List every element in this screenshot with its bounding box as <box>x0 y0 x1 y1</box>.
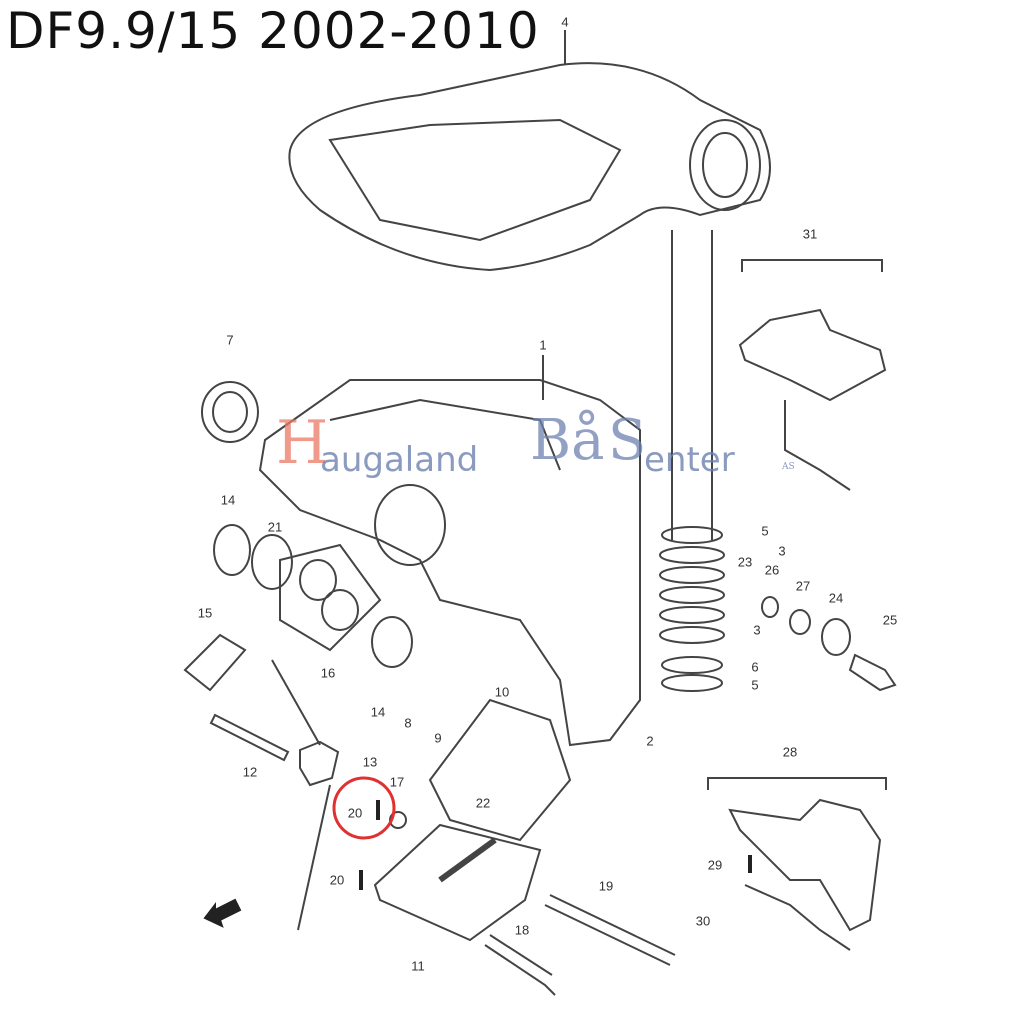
part-label: 31 <box>802 226 818 242</box>
part-label: 15 <box>197 605 213 621</box>
part-label: 29 <box>707 857 723 873</box>
part-label: 11 <box>411 958 425 974</box>
tiller-handle <box>288 62 771 272</box>
part-label: 20 <box>329 872 345 888</box>
part-label: 4 <box>561 14 569 30</box>
part-label: 23 <box>737 554 753 570</box>
part-label: 22 <box>475 795 491 811</box>
watermark-text-augaland: augaland <box>320 440 479 480</box>
part-label: 3 <box>753 622 761 638</box>
part-label: 27 <box>795 578 811 594</box>
part-label: 19 <box>598 878 614 894</box>
part-label: 16 <box>320 665 336 681</box>
watermark-text-enter: enter <box>644 440 735 480</box>
part-label: 17 <box>389 774 405 790</box>
watermark-text-ba: Bå <box>530 408 605 473</box>
part-label: 1 <box>539 337 547 353</box>
part-label: 5 <box>761 523 769 539</box>
highlight-circle <box>332 776 396 840</box>
part-label: 7 <box>226 332 234 348</box>
part-label-highlighted: 20 <box>347 805 363 821</box>
spring-stack <box>659 526 725 692</box>
watermark-letter-s: S <box>608 408 647 473</box>
part-label: 13 <box>362 754 378 770</box>
diagram-title: DF9.9/15 2002-2010 <box>6 2 540 60</box>
front-arrow <box>203 898 242 928</box>
watermark-letter-h: H <box>276 408 329 478</box>
part-label: 30 <box>695 913 711 929</box>
part-label: 3 <box>778 543 786 559</box>
part-label: 14 <box>220 492 236 508</box>
watermark-suffix: AS <box>782 462 795 472</box>
part-label: 28 <box>782 744 798 760</box>
part-label: 10 <box>494 684 510 700</box>
part-label: 5 <box>751 677 759 693</box>
part-label: 8 <box>404 715 412 731</box>
part-label: 24 <box>828 590 844 606</box>
part-label: 14 <box>370 704 386 720</box>
part-label: 21 <box>267 519 283 535</box>
swivel-bracket <box>258 379 641 747</box>
part-label: 12 <box>242 764 258 780</box>
part-label: 18 <box>514 922 530 938</box>
part-label: 26 <box>764 562 780 578</box>
part-label: 9 <box>434 730 442 746</box>
part-label: 25 <box>882 612 898 628</box>
part-label: 2 <box>646 733 654 749</box>
part-label: 6 <box>751 659 759 675</box>
